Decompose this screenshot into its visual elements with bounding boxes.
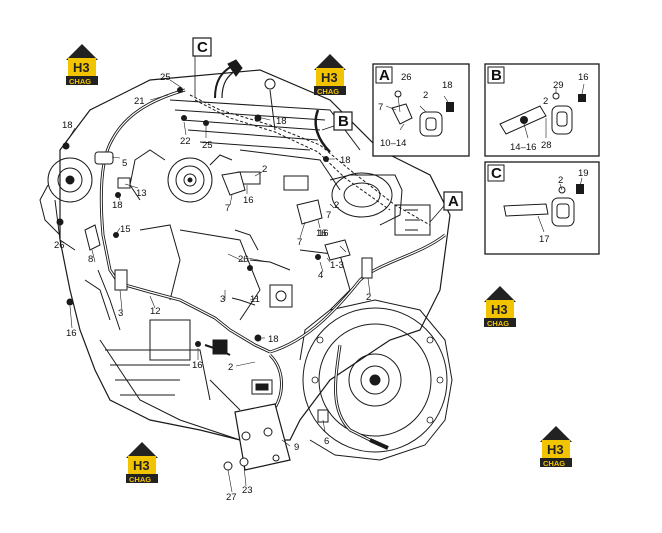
svg-text:H3: H3 [73, 60, 90, 75]
detail-box-a: A 26 18 7 2 10–14 [372, 63, 470, 157]
callout-18-top: 18 [276, 116, 287, 127]
watermark-logos: H3 CHAG H3 CHAG H3 CHAG H3 CHAG [66, 44, 572, 484]
detail-a-18: 18 [442, 80, 453, 91]
svg-text:A: A [448, 193, 459, 210]
callout-18-left: 18 [62, 120, 73, 131]
callout-18-mid: 18 [112, 200, 123, 211]
detail-a-7: 7 [378, 102, 383, 113]
callout-23: 23 [242, 485, 253, 496]
detail-a-10-14: 10–14 [380, 138, 406, 149]
callout-labels: 25 21 22 25 18 18 18 5 13 18 16 7 2 7 16… [54, 72, 371, 503]
callout-2-low: 2 [228, 362, 233, 373]
callout-3-a: 3 [220, 294, 225, 305]
logo-h3-chag-1: H3 CHAG [66, 44, 98, 86]
leader-lines [59, 79, 371, 493]
callout-11: 11 [250, 294, 260, 305]
svg-text:H3: H3 [133, 458, 150, 473]
logo-h3-chag-5: H3 CHAG [540, 426, 572, 468]
callout-25a: 25 [160, 72, 171, 83]
engine-illustration [39, 59, 453, 461]
callout-26-left: 26 [54, 240, 65, 251]
detail-c-17: 17 [539, 234, 550, 245]
callout-16-c: 16 [318, 228, 329, 239]
callout-7-b: 7 [297, 237, 302, 248]
callout-7-c: 7 [326, 210, 331, 221]
callout-1-3: 1-3 [330, 260, 344, 271]
logo-h3-chag-4: H3 CHAG [126, 442, 158, 484]
svg-text:C: C [197, 39, 208, 56]
callout-18-right: 18 [340, 155, 351, 166]
detail-box-c: C 2 19 17 [484, 161, 600, 255]
detail-box-b: B 29 16 2 14–16 28 [484, 63, 600, 157]
callout-5: 5 [122, 158, 127, 169]
detail-a-2: 2 [423, 90, 428, 101]
callout-26-mid: 26 [238, 254, 249, 265]
callout-3-b: 3 [118, 308, 123, 319]
callout-2-c: 2 [366, 292, 371, 303]
svg-text:C: C [491, 165, 502, 182]
svg-text:B: B [338, 113, 349, 130]
svg-text:A: A [379, 67, 390, 84]
svg-text:B: B [491, 67, 502, 84]
callout-27: 27 [226, 492, 237, 503]
callout-16-left: 16 [66, 328, 77, 339]
wiring-harness [99, 88, 446, 450]
detail-c-19: 19 [578, 168, 589, 179]
clamps-and-brackets [84, 151, 373, 471]
callout-8: 8 [88, 254, 93, 265]
svg-text:H3: H3 [321, 70, 338, 85]
callout-2-b: 2 [334, 200, 339, 211]
svg-text:CHAG: CHAG [129, 475, 151, 484]
flag-a: A [429, 191, 463, 223]
callout-15: 15 [120, 224, 131, 235]
callout-4: 4 [318, 270, 323, 281]
detail-b-29: 29 [553, 80, 564, 91]
flag-c: C [192, 37, 212, 98]
callout-7-a: 7 [225, 203, 230, 214]
callout-18-low: 18 [268, 334, 279, 345]
callout-9: 9 [294, 442, 299, 453]
callout-6: 6 [324, 436, 329, 447]
detail-a-26: 26 [401, 72, 412, 83]
callout-21: 21 [134, 96, 145, 107]
svg-text:CHAG: CHAG [69, 77, 91, 86]
detail-b-28: 28 [541, 140, 552, 151]
logo-h3-chag-3: H3 CHAG [484, 286, 516, 328]
callout-16-low: 16 [192, 360, 203, 371]
svg-text:CHAG: CHAG [317, 87, 339, 96]
callout-16-a: 16 [243, 195, 254, 206]
svg-text:CHAG: CHAG [487, 319, 509, 328]
detail-b-2: 2 [543, 96, 548, 107]
detail-b-16: 16 [578, 72, 589, 83]
detail-c-2: 2 [558, 175, 563, 186]
svg-text:CHAG: CHAG [543, 459, 565, 468]
callout-12: 12 [150, 306, 161, 317]
callout-16-b: 16 [316, 228, 327, 239]
svg-text:H3: H3 [547, 442, 564, 457]
detail-b-14-16: 14–16 [510, 142, 536, 153]
flag-b: B [321, 111, 353, 131]
logo-h3-chag-2: H3 CHAG [314, 54, 346, 96]
callout-13: 13 [136, 188, 147, 199]
callout-22: 22 [180, 136, 191, 147]
svg-text:H3: H3 [491, 302, 508, 317]
callout-25b: 25 [202, 140, 213, 151]
callout-2-a: 2 [262, 164, 267, 175]
